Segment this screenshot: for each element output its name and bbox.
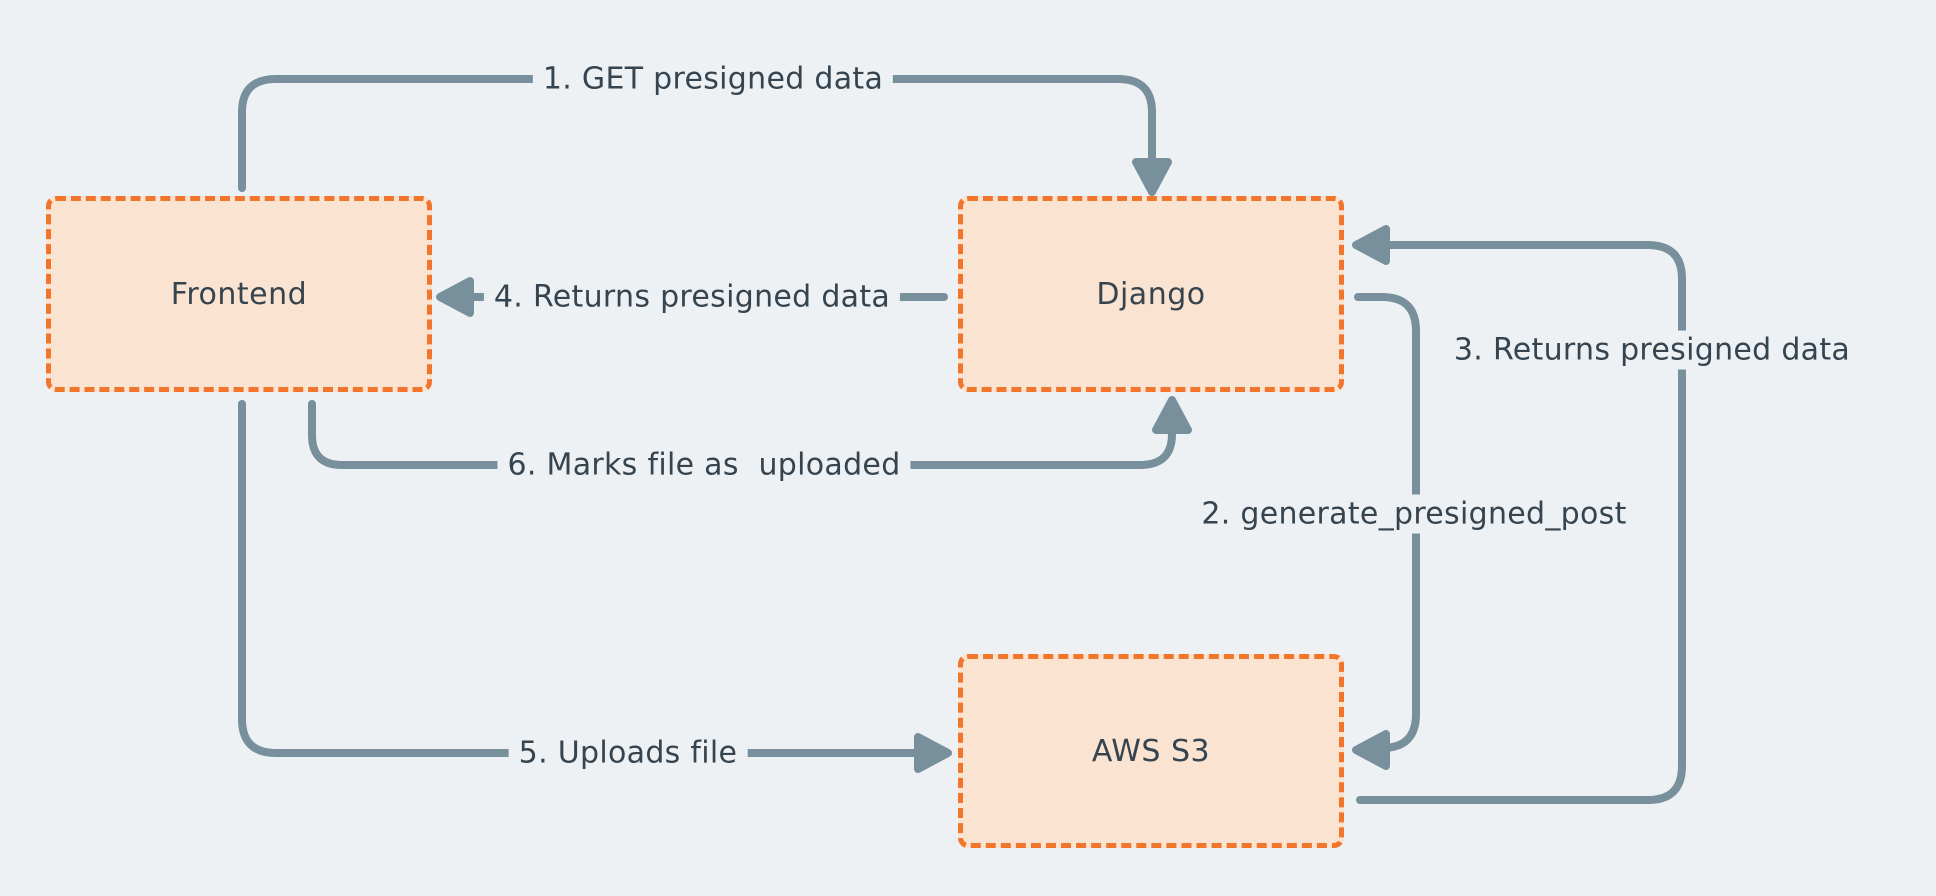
arrow-5-label: 5. Uploads file (508, 733, 748, 773)
arrow-5-arrowhead (914, 733, 952, 773)
node-frontend-label: Frontend (170, 276, 308, 312)
arrow-4-arrowhead (436, 277, 474, 317)
node-django-label: Django (1096, 276, 1206, 312)
arrow-3-label: 3. Returns presigned data (1443, 330, 1861, 370)
node-aws-s3-label: AWS S3 (1091, 733, 1211, 769)
arrow-6-label: 6. Marks file as uploaded (497, 445, 911, 485)
arrow-2-label: 2. generate_presigned_post (1191, 494, 1637, 534)
node-django: Django (958, 196, 1344, 392)
arrow-6-line (308, 400, 1176, 469)
arrow-1-arrowhead (1132, 158, 1172, 196)
arrow-3-arrowhead (1352, 225, 1390, 265)
node-frontend: Frontend (46, 196, 432, 392)
arrow-1-label: 1. GET presigned data (532, 59, 894, 99)
arrow-5-line (238, 400, 924, 757)
arrow-6-arrowhead (1152, 396, 1192, 434)
arrow-4-label: 4. Returns presigned data (483, 277, 901, 317)
arrow-3-line (1356, 241, 1686, 804)
arrow-2-arrowhead (1352, 730, 1390, 770)
node-aws-s3: AWS S3 (958, 654, 1344, 848)
